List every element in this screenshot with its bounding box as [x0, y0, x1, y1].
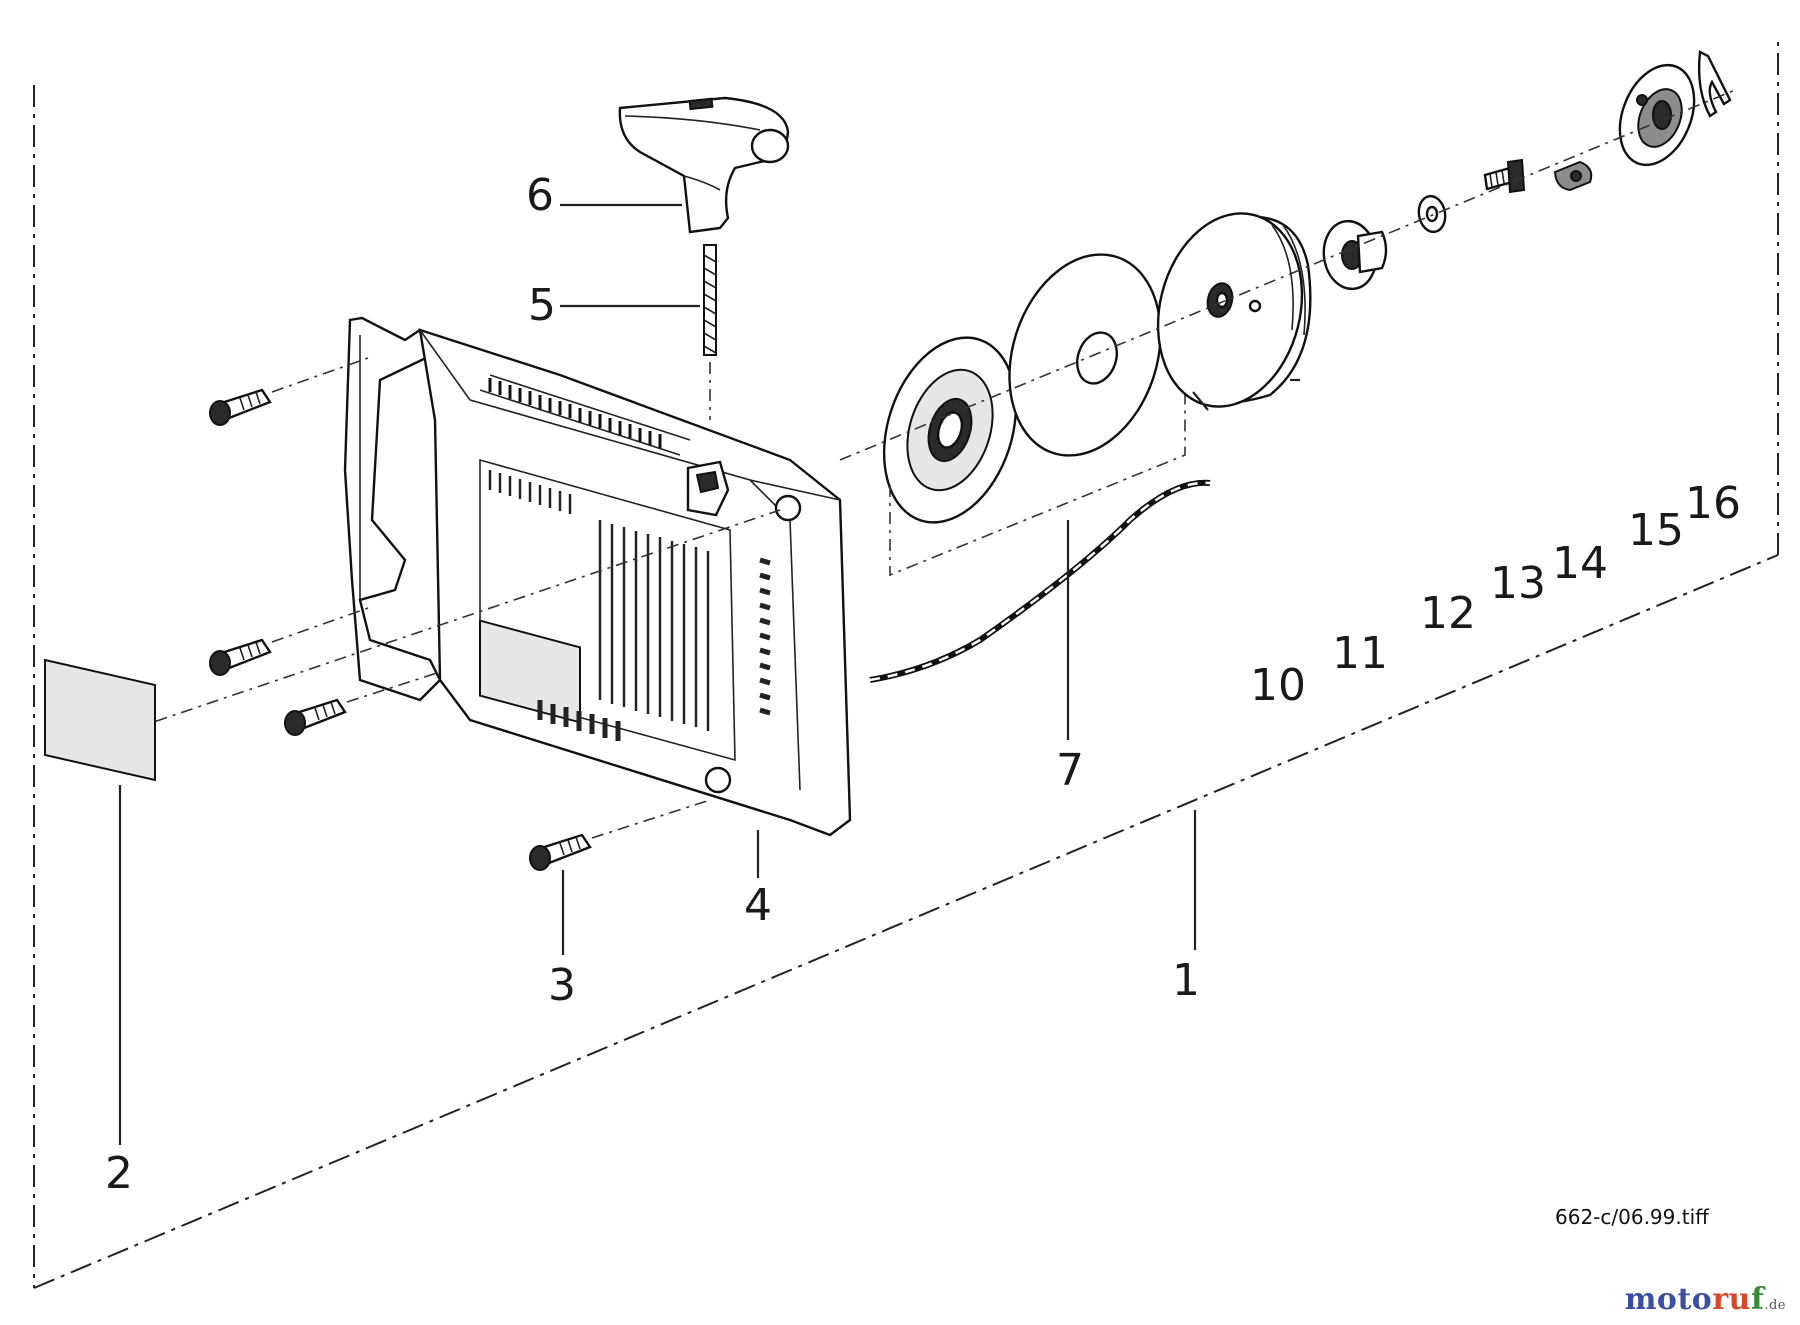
rewind-spring-cassette	[882, 336, 1018, 524]
rope-rotor	[1156, 212, 1312, 408]
screw-middle	[209, 607, 369, 676]
label-2: 2	[105, 1148, 133, 1199]
pawl-carrier	[1618, 63, 1696, 167]
label-4: 4	[744, 880, 772, 931]
small-screw	[1483, 158, 1526, 194]
starter-rope-segment	[703, 244, 717, 420]
file-reference: 662-c/06.99.tiff	[1555, 1205, 1710, 1229]
spring-clip	[1697, 50, 1732, 118]
screw-top	[209, 357, 369, 426]
label-3: 3	[548, 960, 576, 1011]
watermark-logo: motoruf.de	[1624, 1282, 1786, 1317]
label-10: 10	[1250, 660, 1306, 711]
label-16: 16	[1685, 478, 1741, 529]
label-15: 15	[1628, 505, 1684, 556]
label-11: 11	[1332, 628, 1388, 679]
spring-cover-disc	[1008, 253, 1162, 457]
bearing-cap	[1322, 219, 1388, 291]
label-7: 7	[1056, 745, 1084, 796]
label-13: 13	[1490, 558, 1546, 609]
fan-housing	[129, 316, 852, 837]
label-plate	[44, 658, 156, 782]
top-vents	[479, 374, 691, 456]
label-1: 1	[1172, 955, 1200, 1006]
part-labels: 1 2 3 4 5 6 7 10 11 12 13 14 15 16	[105, 170, 1741, 1199]
starter-rope	[869, 479, 1211, 683]
label-12: 12	[1420, 588, 1476, 639]
washer	[1417, 194, 1447, 234]
screw-bottom	[529, 799, 711, 871]
assembly-boundary	[33, 40, 1779, 1289]
label-14: 14	[1552, 538, 1608, 589]
label-5: 5	[528, 280, 556, 331]
leader-lines	[118, 203, 1300, 1145]
label-6: 6	[526, 170, 554, 221]
group-bracket-7	[889, 355, 1186, 577]
starter-grip-handle	[618, 96, 790, 234]
screw-lower	[284, 671, 441, 736]
front-grille	[479, 458, 771, 762]
pawl	[1553, 160, 1593, 192]
